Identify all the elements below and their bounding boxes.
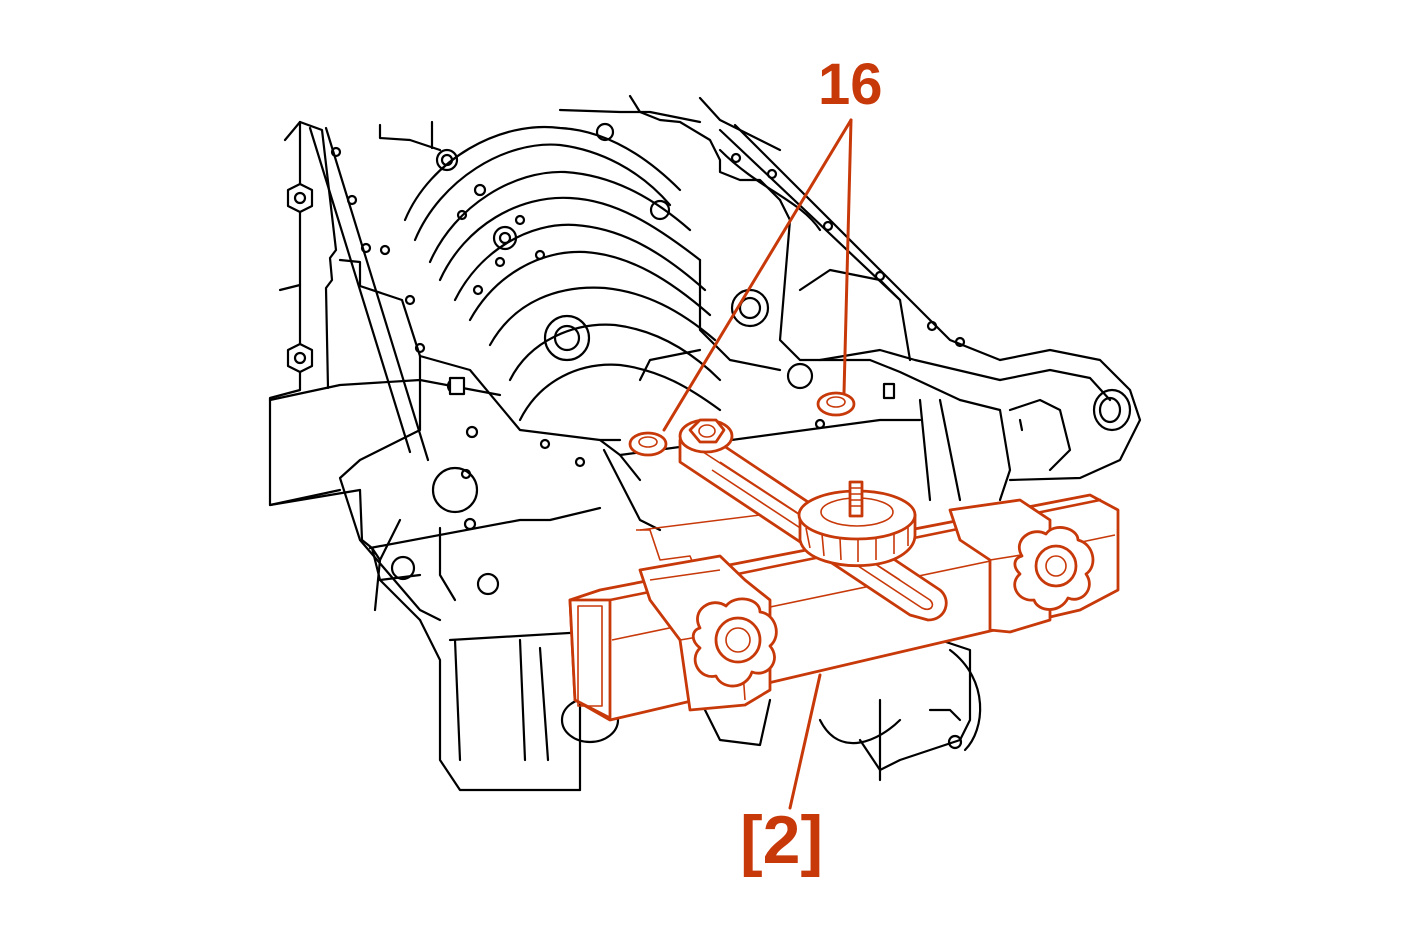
right-star-knob bbox=[1013, 526, 1095, 611]
hex-bolt-lower-left bbox=[286, 342, 314, 374]
left-star-knob bbox=[691, 597, 778, 688]
bolt-location-16-front bbox=[628, 431, 668, 457]
tool-reference-callout: [2] bbox=[740, 802, 824, 878]
engine-block-lineart bbox=[268, 94, 1142, 792]
arm-hex-bolt bbox=[678, 418, 734, 454]
part-number-callout: 16 bbox=[818, 52, 883, 117]
leader-line-16-rear bbox=[842, 118, 853, 395]
engine-support-tool bbox=[568, 118, 1120, 810]
flange-holes bbox=[330, 146, 966, 480]
bolt-location-16-rear bbox=[816, 391, 856, 417]
adjusting-handwheel bbox=[797, 480, 917, 567]
leader-line-2 bbox=[788, 673, 822, 810]
hex-bolt-upper-left bbox=[286, 182, 314, 214]
leader-line-16-front bbox=[662, 118, 853, 432]
front-boss-holes bbox=[390, 466, 500, 596]
